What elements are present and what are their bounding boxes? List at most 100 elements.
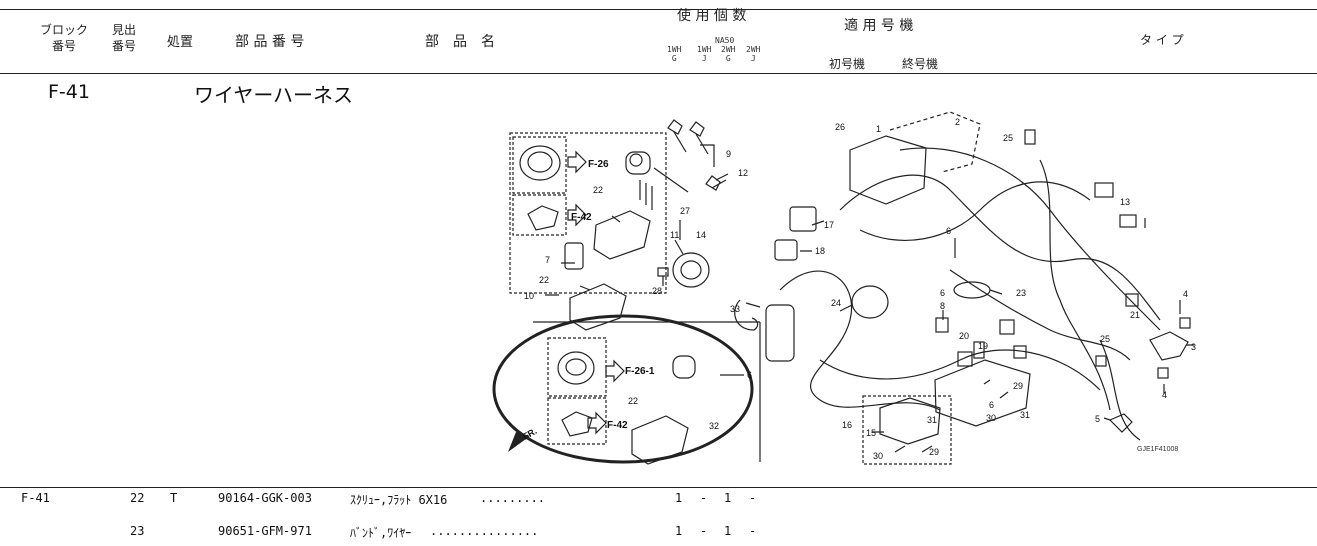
upper-cover-dashed-box: [512, 194, 567, 236]
ref-arrow-f42: [567, 203, 587, 227]
callout-29b: 29: [929, 447, 939, 457]
callout-1: 1: [876, 124, 881, 134]
callout-7: 7: [545, 255, 550, 265]
callout-30b: 30: [873, 451, 883, 461]
qty-col-2-bottom: J: [701, 54, 707, 63]
callout-30a: 30: [986, 413, 996, 423]
table-row: 23 90651-GFM-971 ﾊﾞﾝﾄﾞ,ﾜｲﾔｰ ............…: [0, 524, 1317, 542]
header-midashi-no: 見出 番号: [112, 22, 136, 54]
horn: [672, 252, 710, 288]
callout-4a: 4: [1183, 289, 1188, 299]
parts-table-top-rule: [0, 487, 1317, 488]
callout-6d: 6: [989, 400, 994, 410]
callout-10: 10: [524, 291, 534, 301]
callout-19: 19: [978, 341, 988, 351]
header-top-rule: [0, 9, 1317, 10]
callout-20: 20: [959, 331, 969, 341]
header-applicable-frame: 適 用 号 機: [844, 18, 914, 34]
callout-2: 2: [955, 117, 960, 127]
diagram-code: GJE1F41008: [1137, 446, 1178, 453]
callout-18: 18: [815, 246, 825, 256]
callout-25a: 25: [1003, 133, 1013, 143]
upper-cap-dashed-box: [512, 136, 567, 194]
callout-4b: 4: [1162, 390, 1167, 400]
section-code: F-41: [48, 81, 90, 103]
header-first-frame: 初号機: [829, 57, 866, 71]
header-type: タ イ プ: [1140, 33, 1184, 47]
callout-13: 13: [1120, 197, 1130, 207]
callout-14: 14: [696, 230, 706, 240]
row-name: ﾊﾞﾝﾄﾞ,ﾜｲﾔｰ: [350, 526, 412, 540]
callout-22b: 22: [539, 275, 549, 285]
row-qty-1: 1: [675, 524, 683, 538]
row-qty-2: -: [700, 524, 708, 538]
row-qty-1: 1: [675, 491, 683, 505]
callout-31b: 31: [927, 415, 937, 425]
callout-6c: 6: [747, 370, 752, 380]
lower-dashed-group-box: [862, 395, 952, 465]
callout-5: 5: [1095, 414, 1100, 424]
ref-label-f26-1: F-26-1: [625, 366, 655, 377]
row-part-no: 90651-GFM-971: [218, 524, 312, 538]
callout-16: 16: [842, 420, 852, 430]
front-direction-arrow: [508, 432, 530, 452]
callout-12: 12: [738, 168, 748, 178]
header-part-number: 部 品 番 号: [235, 34, 305, 50]
callout-22c: 22: [628, 396, 638, 406]
header-midashi-line2: 番号: [112, 39, 137, 53]
table-row: F-41 22 T 90164-GGK-003 ｽｸﾘｭｰ,ﾌﾗｯﾄ 6X16 …: [0, 491, 1317, 509]
row-qty-3: 1: [724, 491, 732, 505]
highlight-oval: [492, 314, 754, 464]
row-ref: 23: [130, 524, 145, 538]
qty-col-3-top: 2WH: [721, 45, 736, 54]
header-usage-qty: 使 用 個 数: [677, 8, 747, 24]
callout-22a: 22: [593, 185, 603, 195]
row-qty-4: -: [749, 524, 757, 538]
header-bottom-rule: [0, 73, 1317, 74]
row-qty-3: 1: [724, 524, 732, 538]
callout-23: 23: [1016, 288, 1026, 298]
callout-6a: 6: [946, 226, 951, 236]
header-part-name: 部 品 名: [425, 34, 495, 50]
upper-dashed-group-box: [509, 132, 667, 294]
fuse-box: [934, 359, 1031, 427]
ref-label-f42: F-42: [571, 212, 592, 223]
header-shochi: 処置: [167, 35, 194, 50]
callout-28: 28: [652, 286, 662, 296]
ref-label-f42-lower: F-42: [607, 420, 628, 431]
header-last-frame: 終号機: [902, 57, 939, 71]
header-block-no: ブロック 番号: [40, 22, 88, 54]
callout-15: 15: [866, 428, 876, 438]
callout-31a: 31: [1020, 410, 1030, 420]
row-block: F-41: [21, 491, 50, 505]
qty-col-3-bottom: G: [725, 54, 731, 63]
row-qty-2: -: [700, 491, 708, 505]
callout-3: 3: [1191, 342, 1196, 352]
header-block-no-line1: ブロック: [40, 23, 89, 37]
row-dots: ...............: [430, 524, 539, 538]
section-title: ワイヤーハーネス: [194, 83, 353, 107]
header-qty-col-2: 1WH J: [697, 45, 711, 63]
qty-col-4-top: 2WH: [746, 45, 761, 54]
row-qty-4: -: [749, 491, 757, 505]
row-action: T: [170, 491, 178, 505]
callout-32: 32: [709, 421, 719, 431]
ecu-unit: [849, 135, 927, 205]
callout-8: 8: [940, 301, 945, 311]
header-model-code: NA50: [715, 36, 735, 45]
callout-27: 27: [680, 206, 690, 216]
header-block-no-line2: 番号: [52, 39, 77, 53]
row-name: ｽｸﾘｭｰ,ﾌﾗｯﾄ 6X16: [350, 493, 448, 507]
row-dots: .........: [480, 491, 546, 505]
qty-col-1-top: 1WH: [667, 45, 682, 54]
callout-26: 26: [835, 122, 845, 132]
callout-9: 9: [726, 149, 731, 159]
header-midashi-line1: 見出: [112, 23, 137, 37]
header-qty-col-4: 2WH J: [746, 45, 760, 63]
callout-25b: 25: [1100, 334, 1110, 344]
fuel-cap-lower: [557, 351, 595, 385]
qty-col-1-bottom: G: [671, 54, 677, 63]
header-qty-col-3: 2WH G: [721, 45, 735, 63]
callout-33: 33: [730, 304, 740, 314]
